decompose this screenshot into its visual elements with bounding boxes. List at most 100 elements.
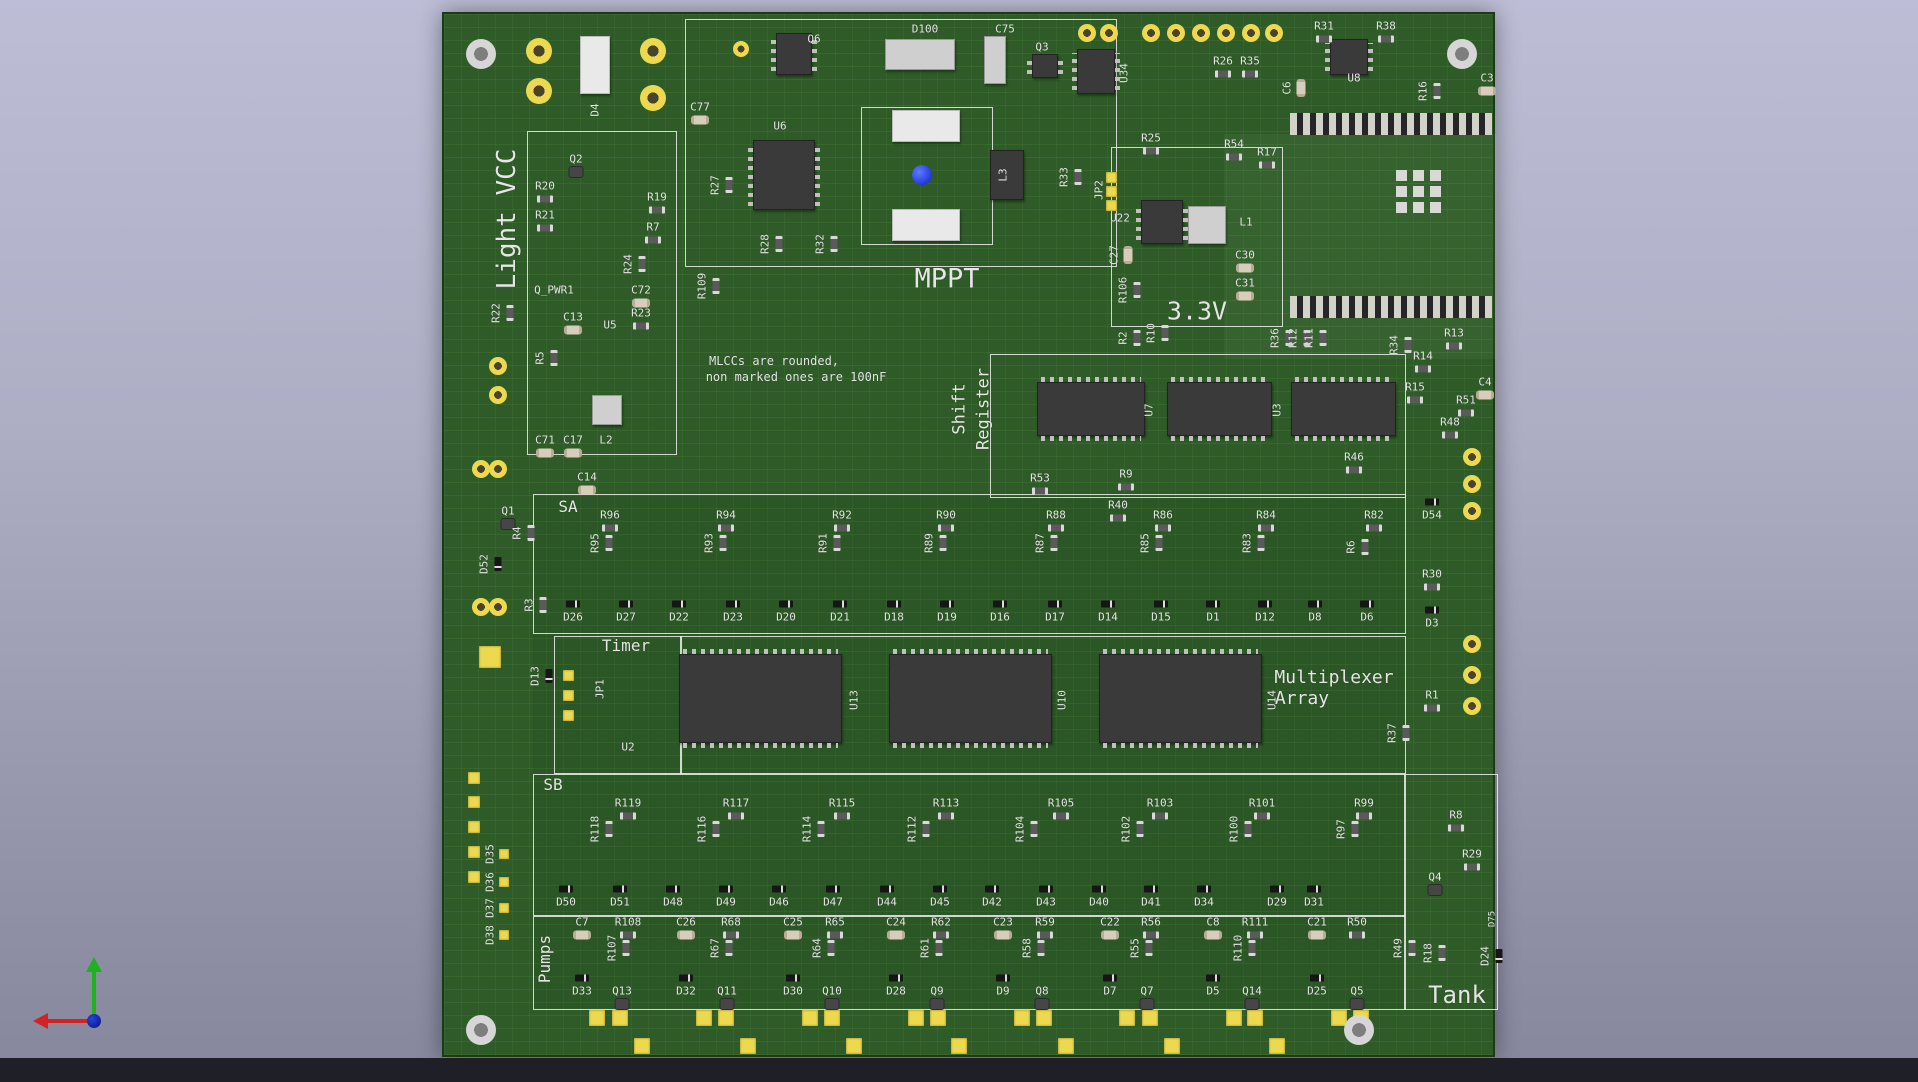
silkscreen-label: C26	[676, 915, 696, 929]
silkscreen-label: C13	[563, 310, 583, 324]
square-pad	[1331, 1010, 1347, 1026]
mounting-hole	[1344, 1015, 1374, 1045]
silkscreen-label: U34	[1117, 63, 1131, 83]
component-r23	[633, 322, 649, 330]
component-c21	[1308, 930, 1326, 940]
component-d17	[1048, 600, 1062, 608]
component-r37	[1402, 725, 1410, 741]
silkscreen-label: R85	[1138, 533, 1152, 553]
component-c14	[578, 485, 596, 495]
square-pad	[846, 1038, 862, 1054]
component-q14	[1245, 999, 1259, 1009]
component-r90	[938, 524, 954, 532]
component-r8	[1448, 824, 1464, 832]
component-r85	[1155, 535, 1163, 551]
silkscreen-label: U5	[603, 318, 617, 332]
component-r92	[834, 524, 850, 532]
silkscreen-label: D48	[663, 895, 683, 909]
silkscreen-label: Q5	[1350, 984, 1364, 998]
component-r1	[1424, 704, 1440, 712]
silkscreen-label: R8	[1449, 808, 1463, 822]
silkscreen-label: R26	[1213, 54, 1233, 68]
square-pad	[1142, 1010, 1158, 1026]
silkscreen-label: R24	[621, 254, 635, 274]
smd-pad	[1395, 201, 1407, 213]
plated-hole-pad	[489, 598, 507, 616]
component-c27	[1123, 246, 1133, 264]
component-r119	[620, 812, 636, 820]
component-c4	[1476, 390, 1494, 400]
connector-footprint	[1290, 113, 1492, 135]
component-d46	[772, 885, 786, 893]
plated-hole-pad	[1100, 24, 1118, 42]
component-q4	[1428, 885, 1442, 895]
silkscreen-label: D30	[783, 984, 803, 998]
silkscreen-box	[554, 636, 682, 774]
silkscreen-label: D31	[1304, 895, 1324, 909]
component-r108	[620, 931, 636, 939]
component-r31	[1316, 35, 1332, 43]
silkscreen-label: R111	[1241, 915, 1269, 929]
component-d9	[996, 974, 1010, 982]
component-d7	[1103, 974, 1117, 982]
silkscreen-label: D29	[1267, 895, 1287, 909]
silkscreen-label: U2	[621, 740, 635, 754]
silkscreen-label: Q7	[1140, 984, 1154, 998]
component-r40	[1110, 514, 1126, 522]
component-c31	[1236, 291, 1254, 301]
silkscreen-label: D16	[990, 610, 1010, 624]
component-q13	[615, 999, 629, 1009]
square-pad	[1164, 1038, 1180, 1054]
smd-pad	[1395, 185, 1407, 197]
silkscreen-label: C31	[1235, 276, 1255, 290]
silkscreen-label: D44	[877, 895, 897, 909]
silkscreen-label: R19	[647, 190, 667, 204]
component-d16	[993, 600, 1007, 608]
silkscreen-label: R1	[1425, 688, 1439, 702]
silkscreen-box	[990, 354, 1406, 498]
silkscreen-label: Q11	[717, 984, 737, 998]
component-c3	[1478, 86, 1496, 96]
silkscreen-label: D5	[1206, 984, 1220, 998]
silkscreen-box	[1111, 147, 1283, 327]
ic-u22	[1136, 200, 1188, 244]
silkscreen-label: R4	[510, 526, 524, 540]
ic-u10	[889, 649, 1052, 748]
silkscreen-label: R40	[1108, 498, 1128, 512]
square-pad	[634, 1038, 650, 1054]
silkscreen-label: Q6	[807, 32, 821, 46]
component-c8	[1204, 930, 1222, 940]
component-d28	[889, 974, 903, 982]
silkscreen-label: R110	[1231, 934, 1245, 962]
silkscreen-label: D12	[1255, 610, 1275, 624]
silkscreen-label: Multiplexer	[1274, 667, 1394, 688]
component-r2	[1133, 330, 1141, 346]
silkscreen-label: D20	[776, 610, 796, 624]
component-r34	[1404, 337, 1412, 353]
mounting-hole	[466, 39, 496, 69]
square-pad	[499, 903, 509, 913]
silkscreen-label: D25	[1307, 984, 1327, 998]
silkscreen-label: D42	[982, 895, 1002, 909]
component-q11	[720, 999, 734, 1009]
component-d14	[1101, 600, 1115, 608]
component-r28	[775, 236, 783, 252]
component-r48	[1442, 431, 1458, 439]
component-r6	[1361, 539, 1369, 555]
silkscreen-label: R118	[588, 815, 602, 843]
component-d13	[545, 669, 553, 683]
component-r3	[539, 597, 547, 613]
silkscreen-label: R96	[600, 508, 620, 522]
square-pad	[468, 772, 480, 784]
component-d18	[887, 600, 901, 608]
ic-c75	[984, 36, 1006, 84]
component-d40	[1092, 885, 1106, 893]
component-r93	[719, 535, 727, 551]
plated-hole-pad	[1167, 24, 1185, 42]
silkscreen-label: R119	[614, 796, 642, 810]
square-pad	[930, 1010, 946, 1026]
silkscreen-label: D3	[1425, 616, 1439, 630]
silkscreen-label: C3	[1480, 71, 1494, 85]
component-d5	[1206, 974, 1220, 982]
